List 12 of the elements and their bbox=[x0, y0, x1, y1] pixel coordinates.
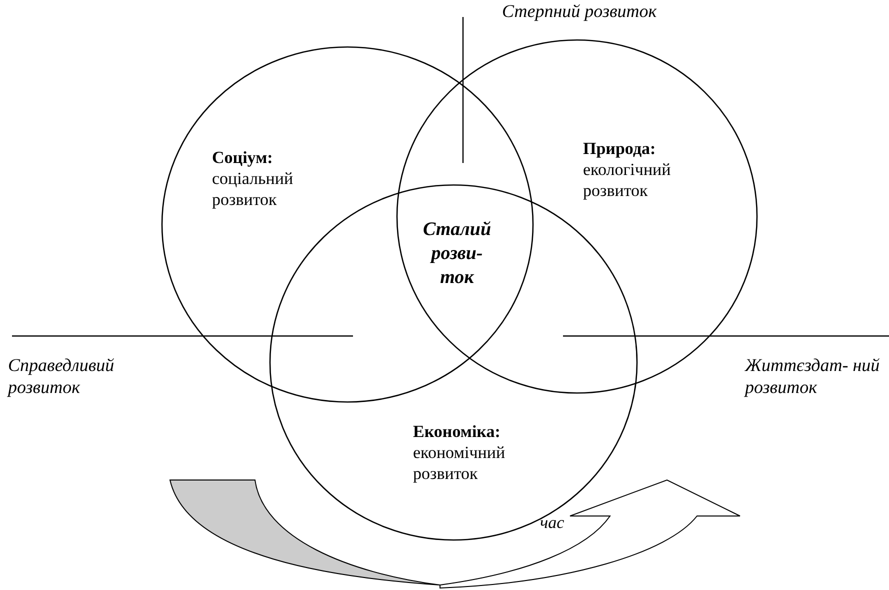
region-label: Стерпний розвиток bbox=[502, 0, 658, 22]
center-label: Сталий розви- ток bbox=[422, 218, 492, 290]
region-label: Справедливий розвиток bbox=[8, 354, 116, 398]
circle-text: соціальний розвиток bbox=[212, 168, 294, 210]
circle-heading: Економіка: bbox=[413, 421, 502, 442]
venn-circle bbox=[162, 47, 533, 402]
circle-text: екологічний розвиток bbox=[583, 159, 672, 201]
circle-heading: Соціум: bbox=[212, 147, 274, 168]
circle-heading: Природа: bbox=[583, 138, 657, 159]
region-label: Життєздат- ний розвиток bbox=[745, 354, 881, 398]
arrow-label: час bbox=[540, 512, 566, 533]
circle-text: економічний розвиток bbox=[413, 442, 506, 484]
